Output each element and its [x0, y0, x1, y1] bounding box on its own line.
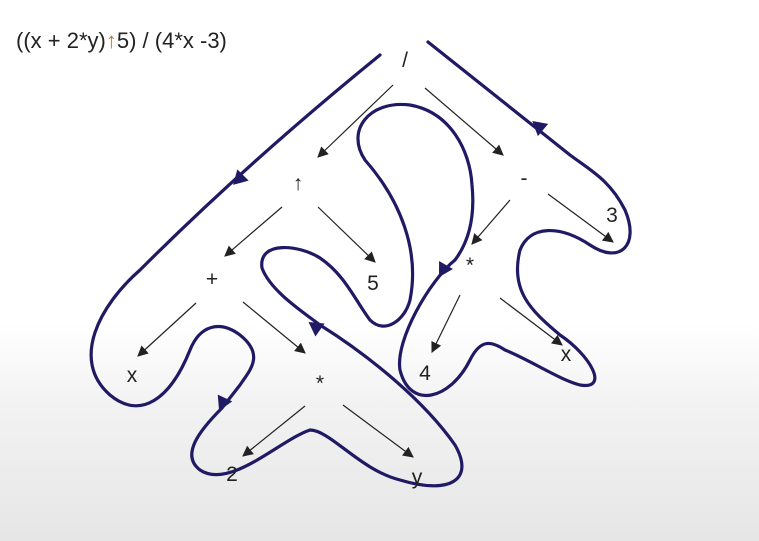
edge-div-minus: [424, 87, 504, 156]
traversal-arrow-3: [308, 321, 325, 337]
edge-plus-mul1: [242, 301, 306, 354]
edge-mul1-two: [242, 405, 306, 457]
node-y: y: [412, 466, 423, 489]
node-minus: -: [521, 167, 528, 190]
node-two: 2: [226, 463, 238, 486]
expression-suffix: 5) / (4*x -3): [116, 28, 227, 53]
node-four: 4: [419, 362, 431, 385]
node-x1: x: [127, 364, 138, 387]
node-mul2: *: [466, 254, 474, 277]
edge-mul1-y: [342, 404, 414, 458]
edge-pow-five: [317, 206, 376, 263]
edge-minus-three: [547, 193, 614, 243]
node-pow: ↑: [293, 172, 304, 195]
edge-minus-mul2: [471, 199, 511, 245]
traversal-path: [89, 40, 632, 488]
tree-edges: [137, 84, 614, 458]
edge-plus-x1: [137, 302, 197, 357]
expression-text: ((x + 2*y)↑5) / (4*x -3): [16, 28, 227, 54]
traversal-arrow-5: [532, 121, 549, 137]
node-three: 3: [606, 204, 618, 227]
node-div: /: [402, 49, 408, 72]
tree-node-labels: / ↑ - +5 * 3 x * 4 x 2 y: [127, 49, 618, 489]
power-symbol: ↑: [105, 28, 117, 53]
node-plus: +: [206, 268, 218, 291]
node-x2: x: [561, 343, 572, 366]
edge-div-pow: [317, 84, 394, 158]
traversal-arrow-1: [233, 169, 249, 185]
traversal-arrow-4: [439, 261, 453, 278]
expression-prefix: ((x + 2*y): [16, 28, 106, 53]
traversal-arrow-2: [217, 394, 233, 411]
edge-mul2-x2: [499, 297, 563, 346]
edge-mul2-four: [431, 294, 461, 353]
node-mul1: *: [316, 372, 324, 395]
node-five: 5: [367, 272, 379, 295]
edge-pow-plus: [224, 206, 283, 257]
